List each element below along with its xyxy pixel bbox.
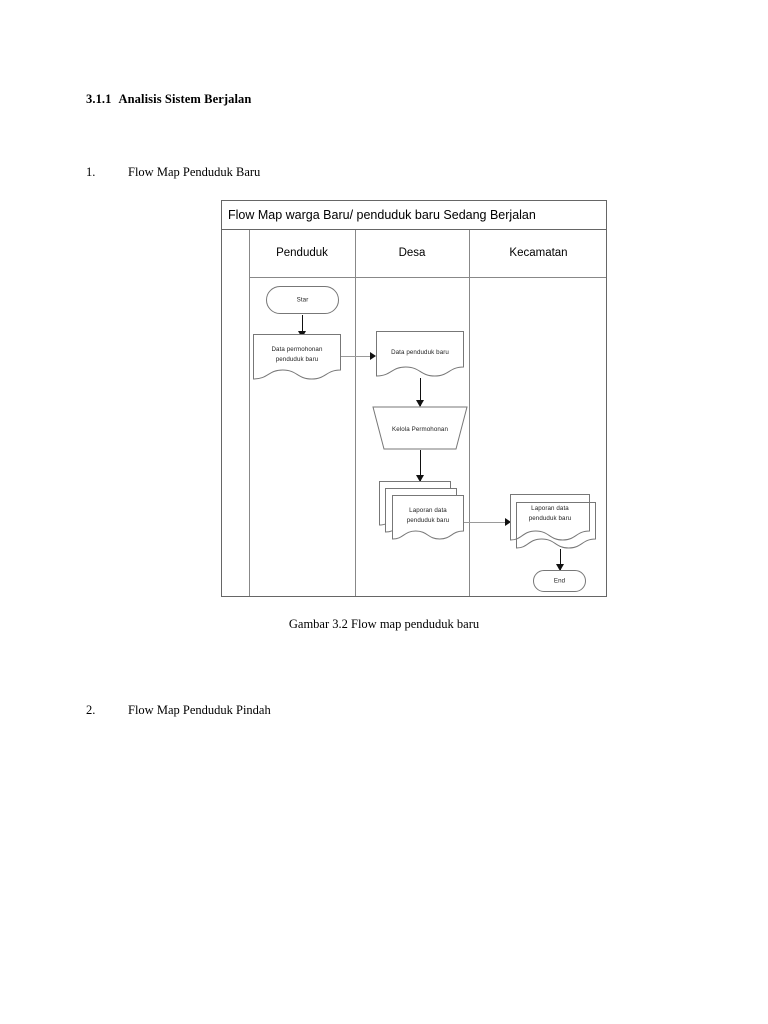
list-item: 2. Flow Map Penduduk Pindah bbox=[86, 703, 271, 718]
connector-permohonan-to-penduduk-baru bbox=[341, 356, 371, 357]
figure-caption: Gambar 3.2 Flow map penduduk baru bbox=[288, 617, 480, 631]
node-start-label: Star bbox=[296, 296, 309, 304]
node-end-label: End bbox=[553, 577, 566, 585]
node-data-permohonan: Data permohonan penduduk baru bbox=[253, 334, 341, 380]
flow-map-title: Flow Map warga Baru/ penduduk baru Sedan… bbox=[222, 201, 606, 230]
node-laporan-kecamatan-line1: Laporan data bbox=[531, 505, 569, 512]
lane-header-kecamatan: Kecamatan bbox=[509, 247, 568, 259]
arrow-penduduk-baru-to-kelola bbox=[419, 378, 422, 406]
lane-divider bbox=[469, 230, 471, 596]
node-end: End bbox=[533, 570, 586, 592]
node-start: Star bbox=[266, 286, 339, 314]
list-item-label: Flow Map Penduduk Pindah bbox=[128, 703, 271, 717]
lane-header-rule bbox=[249, 277, 606, 279]
lane-divider bbox=[249, 230, 251, 596]
node-laporan-kecamatan-line2: penduduk baru bbox=[528, 515, 572, 522]
lane-header-desa: Desa bbox=[398, 247, 426, 259]
list-item-number: 1. bbox=[86, 165, 96, 179]
node-data-penduduk-baru: Data penduduk baru bbox=[376, 331, 464, 377]
page-heading: 3.1.1 Analisis Sistem Berjalan bbox=[86, 92, 251, 107]
list-item: 1. Flow Map Penduduk Baru bbox=[86, 165, 260, 180]
arrow-laporan-kecamatan-to-end bbox=[559, 549, 562, 570]
arrow-kelola-to-laporan bbox=[419, 450, 422, 481]
node-kelola-permohonan: Kelola Permohonan bbox=[372, 406, 468, 450]
connector-arrowhead bbox=[505, 518, 511, 526]
node-laporan-desa: Laporan data penduduk baru bbox=[379, 481, 471, 547]
list-item-number: 2. bbox=[86, 703, 96, 717]
node-laporan-kecamatan: Laporan data penduduk baru bbox=[510, 494, 598, 556]
list-item-label: Flow Map Penduduk Baru bbox=[128, 165, 261, 179]
node-laporan-desa-line1: Laporan data bbox=[409, 507, 447, 514]
lane-header-penduduk: Penduduk bbox=[276, 247, 328, 259]
arrow-start-to-data-permohonan bbox=[301, 315, 304, 337]
heading-number: 3.1.1 bbox=[86, 92, 112, 106]
node-data-permohonan-line1: Data permohonan bbox=[271, 346, 323, 353]
connector-arrowhead bbox=[370, 352, 376, 360]
lane-divider bbox=[355, 230, 357, 596]
connector-laporan-desa-to-kecamatan bbox=[464, 522, 506, 523]
node-data-permohonan-line2: penduduk baru bbox=[275, 356, 319, 363]
node-kelola-permohonan-label: Kelola Permohonan bbox=[391, 426, 449, 433]
heading-text: Analisis Sistem Berjalan bbox=[118, 92, 252, 106]
node-laporan-desa-line2: penduduk baru bbox=[406, 517, 450, 524]
flow-map-diagram: Flow Map warga Baru/ penduduk baru Sedan… bbox=[221, 200, 607, 597]
node-data-penduduk-baru-line1: Data penduduk baru bbox=[391, 349, 449, 356]
